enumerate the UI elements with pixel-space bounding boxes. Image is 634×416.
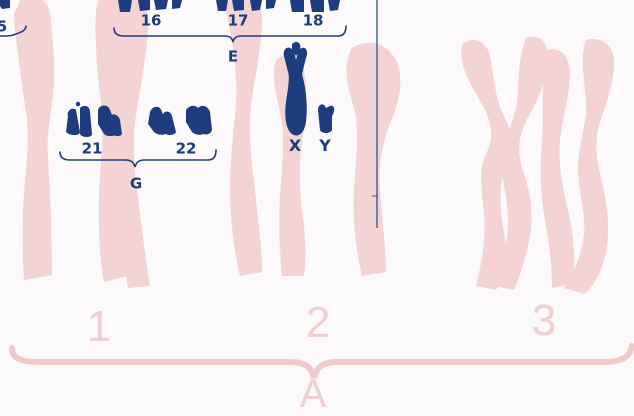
chromosome-21-b: [80, 106, 92, 137]
chromosome-18-b: [310, 0, 324, 12]
pair-label-21: 21: [82, 142, 103, 157]
chromosome-21-satellite: [76, 102, 80, 106]
pair-label-18: 18: [303, 14, 324, 29]
y-chromosome-label: Y: [319, 138, 331, 154]
chromosome-group-f-partial: [0, 0, 10, 9]
pair-label-5-partial: 5: [0, 20, 7, 35]
x-chromosome-label: X: [289, 138, 301, 154]
pair-label-22: 22: [176, 142, 197, 157]
chromosome-16-c: [154, 0, 168, 10]
chromosome-18-a: [290, 0, 304, 12]
chromosome-17-c: [250, 0, 262, 11]
chromosome-18-c: [328, 0, 340, 11]
chromosome-x: [284, 48, 307, 136]
chromosome-17-a: [216, 0, 228, 11]
chromosome-16-d: [172, 0, 182, 9]
chromosome-y: [318, 104, 334, 133]
chromosome-17-b: [232, 0, 244, 11]
pair-label-17: 17: [228, 14, 249, 29]
chromosome-21-a: [66, 109, 80, 135]
group-e-label: E: [228, 50, 238, 65]
chromosome-16-b: [138, 0, 150, 11]
group-g-label: G: [130, 177, 142, 192]
chromosome-22-d: [198, 106, 212, 135]
chromosome-22-b: [162, 112, 176, 136]
chromosome-17-d: [266, 0, 276, 9]
chromosome-16-a: [118, 0, 132, 12]
pair-label-16: 16: [141, 14, 162, 29]
